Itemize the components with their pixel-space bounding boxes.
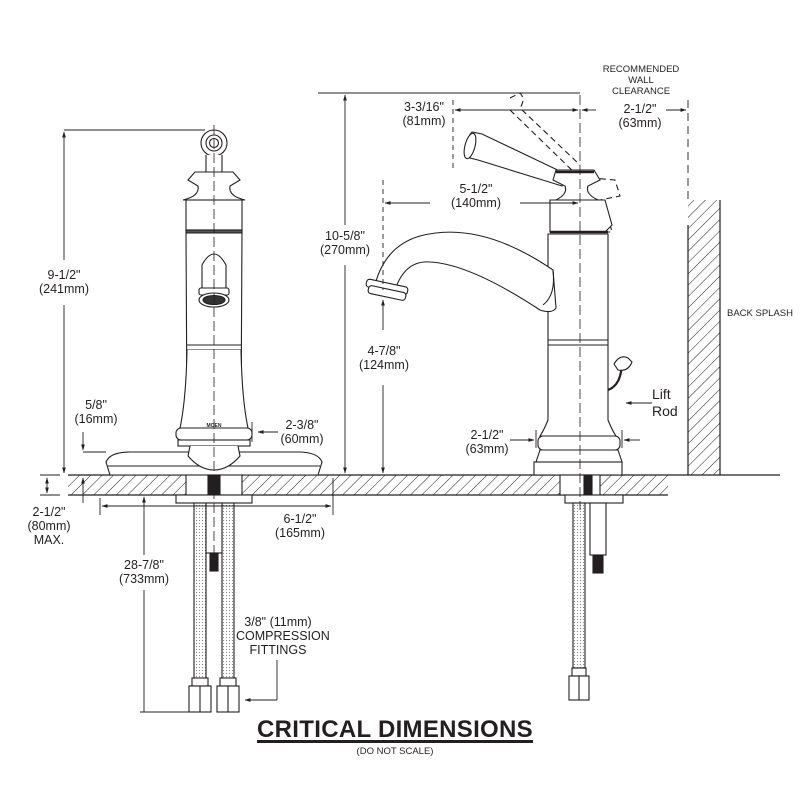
dim-imperial: 5-1/2" [459, 182, 493, 196]
lift-rod-line1: Lift [652, 386, 671, 402]
dim-metric: (16mm) [74, 412, 118, 426]
countertop [68, 474, 780, 496]
dim-imperial: 6-1/2" [283, 512, 317, 526]
front-view-faucet [105, 125, 323, 713]
dim-metric: (140mm) [450, 196, 501, 210]
back-splash-label: BACK SPLASH [727, 308, 793, 319]
dimension-lines [40, 92, 689, 713]
wall-clearance-line3: CLEARANCE [611, 86, 671, 97]
wall-clearance-label: 2-1/2" (63mm) [610, 102, 670, 130]
dim-imperial: 2-1/2" [623, 102, 657, 116]
wall-clearance-title: RECOMMENDED WALL CLEARANCE [598, 64, 684, 97]
dim-metric: (81mm) [402, 114, 446, 128]
max-deck-thickness-label: 2-1/2" (80mm) MAX. [24, 505, 74, 547]
spout-height-label: 4-7/8" (124mm) [354, 344, 414, 372]
dim-imperial: 10-5/8" [325, 229, 365, 243]
dim-metric: (63mm) [465, 442, 509, 456]
dim-imperial: 2-1/2" [470, 428, 504, 442]
page-title: CRITICAL DIMENSIONS [257, 716, 533, 743]
dim-imperial: 3-3/16" [404, 100, 444, 114]
overall-height-front-label: 9-1/2" (241mm) [32, 268, 96, 296]
dim-metric: (124mm) [358, 358, 409, 372]
side-view-faucet [365, 92, 633, 701]
page-subtitle: (DO NOT SCALE) [356, 746, 434, 757]
back-splash-wall [687, 200, 721, 475]
spout-reach-label: 5-1/2" (140mm) [434, 182, 518, 210]
fittings-type: COMPRESSION [236, 629, 330, 643]
compression-fittings-label: 3/8" (11mm) COMPRESSION FITTINGS [236, 615, 330, 657]
dim-imperial: 28-7/8" [124, 558, 164, 572]
wall-clearance-line1: RECOMMENDED [602, 64, 680, 75]
dim-note: MAX. [33, 533, 65, 547]
body-width-label: 2-3/8" (60mm) [276, 418, 328, 446]
dim-metric: (733mm) [118, 572, 169, 586]
dim-metric: (270mm) [319, 243, 370, 257]
escutcheon-width-label: 6-1/2" (165mm) [268, 512, 332, 540]
dim-imperial: 2-1/2" [32, 505, 66, 519]
fittings-size: 3/8" (11mm) [244, 615, 312, 629]
lift-rod-line2: Rod [652, 403, 678, 419]
dim-imperial: 5/8" [85, 398, 107, 412]
dim-imperial: 4-7/8" [367, 344, 401, 358]
dim-metric: (80mm) [27, 519, 71, 533]
brand-mark: MOEN [207, 423, 222, 429]
lift-rod-label: Lift Rod [652, 386, 692, 420]
dim-imperial: 2-3/8" [285, 418, 319, 432]
overall-height-side-label: 10-5/8" (270mm) [312, 229, 378, 257]
wall-clearance-line2: WALL [628, 75, 654, 86]
base-width-side-label: 2-1/2" (63mm) [462, 428, 512, 456]
supply-length-label: 28-7/8" (733mm) [112, 558, 176, 586]
fittings-label: FITTINGS [249, 643, 307, 657]
dim-metric: (60mm) [280, 432, 324, 446]
dim-metric: (165mm) [274, 526, 325, 540]
handle-reach-label: 3-3/16" (81mm) [396, 100, 452, 128]
dim-imperial: 9-1/2" [47, 268, 81, 282]
dim-metric: (63mm) [618, 116, 662, 130]
dim-metric: (241mm) [38, 282, 89, 296]
base-thickness-label: 5/8" (16mm) [66, 398, 126, 426]
